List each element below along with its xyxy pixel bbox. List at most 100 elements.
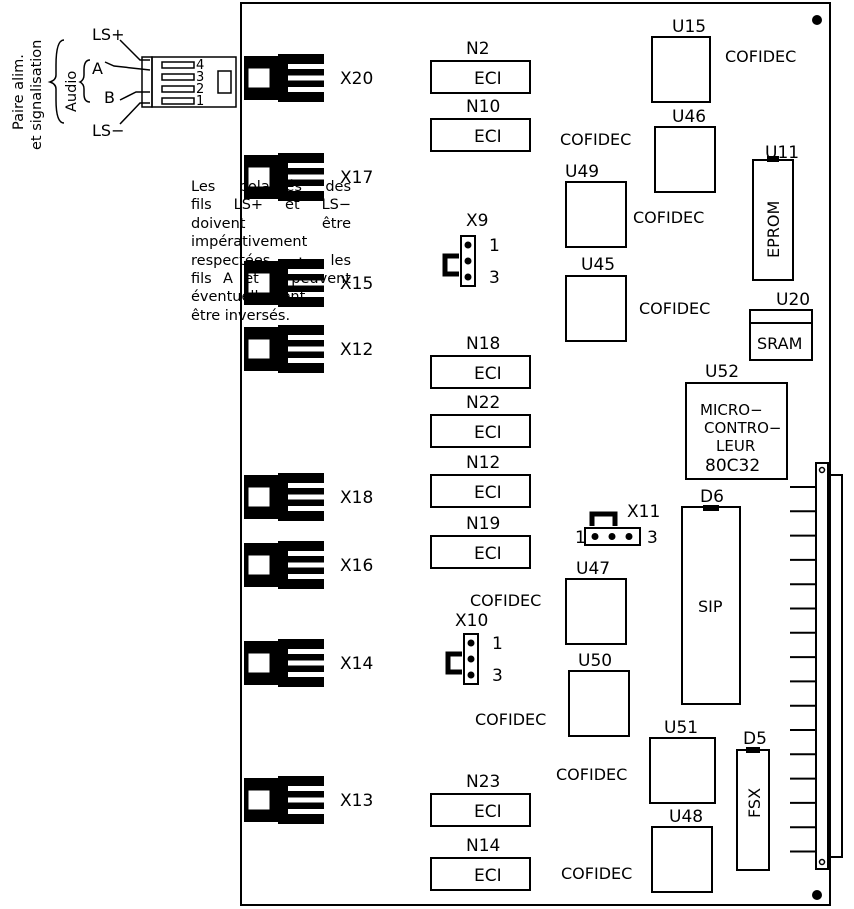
connector-x16: X16 [244,541,373,589]
connector-x17: X17 [244,153,373,201]
pin-label-1: 1 [196,94,204,109]
eci-label: ECI [474,364,502,384]
connector-label: X17 [340,168,373,188]
cofidec-label: COFIDEC [560,130,631,149]
eci-label: ECI [474,127,502,147]
connector-x13: X13 [244,776,373,824]
mounting-hole-bottom [812,890,822,900]
connector-label: X13 [340,791,373,811]
cofidec-ref: U49 [565,162,599,182]
connector-x18: X18 [244,473,373,521]
connector-label: X15 [340,274,373,294]
cofidec-ref: U48 [669,807,703,827]
cofidec-ref: U46 [672,107,706,127]
eci-label: ECI [474,423,502,443]
micro-ref: U52 [705,362,739,382]
micro-line-1: MICRO− [700,401,763,419]
note-line-8: être inversés. [191,307,291,324]
eprom-ref: U11 [765,143,799,163]
fsx-label: FSX [745,788,764,818]
fsx-chip: D5 FSX [736,729,770,871]
eprom-chip: U11 EPROM [752,143,799,281]
eprom-label: EPROM [764,201,783,258]
eci-ref: N23 [466,772,500,792]
jumper-pin-last: 3 [647,528,658,548]
mounting-hole-top [812,15,822,25]
edge-connector [790,462,843,870]
jumper-pin-last: 3 [489,268,500,288]
eci-ref: N18 [466,334,500,354]
micro-line-3: LEUR [716,437,755,455]
note-line-1: Les polarités des [191,179,351,195]
sip-label: SIP [698,597,723,616]
cofidec-label: COFIDEC [556,765,627,784]
cofidec-ref: U15 [672,17,706,37]
wiring-diagram: Paire alim. et signalisation Audio LS+ A… [11,25,237,150]
micro-line-4: 80C32 [705,456,760,476]
note-line-4: impérativement [191,234,308,251]
eci-label: ECI [474,802,502,822]
eci-ref: N2 [466,39,490,59]
sip-chip: D6 SIP [681,487,741,705]
pin-label-2: 2 [196,82,204,97]
note-line-3: doivent être [191,215,351,232]
jumper-ref: X9 [466,211,488,231]
note-line-5: respectées ; les [191,252,351,269]
wire-b-label: B [104,88,115,107]
ls-plus-label: LS+ [92,25,124,44]
connector-label: X12 [340,340,373,360]
jumper-pin-last: 3 [492,666,503,686]
jumper-x9: X91 3 [442,211,500,288]
connector-x12: X12 [244,325,373,373]
audio-label: Audio [64,71,80,112]
cofidec-ref: U47 [576,559,610,579]
jumper-pin-first: 1 [492,634,503,654]
eci-ref: N22 [466,393,500,413]
cofidec-label: COFIDEC [561,864,632,883]
pin-label-4: 4 [196,58,204,73]
connector-label: X16 [340,556,373,576]
jumper-pin-first: 1 [489,236,500,256]
eci-label: ECI [474,866,502,886]
eci-ref: N14 [466,836,500,856]
eci-label: ECI [474,483,502,503]
micro-line-2: CONTRO− [704,419,781,437]
cofidec-ref: U51 [664,718,698,738]
pin-label-3: 3 [196,70,204,85]
connector-label: X20 [340,69,373,89]
eci-label: ECI [474,544,502,564]
connector-label: X14 [340,654,373,674]
fsx-ref: D5 [743,729,767,749]
eci-label: ECI [474,69,502,89]
eci-ref: N12 [466,453,500,473]
cofidec-label: COFIDEC [475,710,546,729]
cofidec-chip-group: U15COFIDECU46COFIDECU49COFIDECU45COFIDEC… [470,17,796,893]
cofidec-label: COFIDEC [725,47,796,66]
connector-x20: X20 [244,54,373,102]
sram-label: SRAM [757,334,802,353]
wiring-rotated-line1: Paire alim. [11,54,27,130]
microcontroller-chip: U52 MICRO− CONTRO− LEUR 80C32 [685,362,788,480]
sip-ref: D6 [700,487,724,507]
connector-x15: X15 [244,259,373,307]
cofidec-ref: U50 [578,651,612,671]
cofidec-ref: U45 [581,255,615,275]
jumper-ref: X10 [455,611,488,631]
connector-label: X18 [340,488,373,508]
connector-x14: X14 [244,639,373,687]
